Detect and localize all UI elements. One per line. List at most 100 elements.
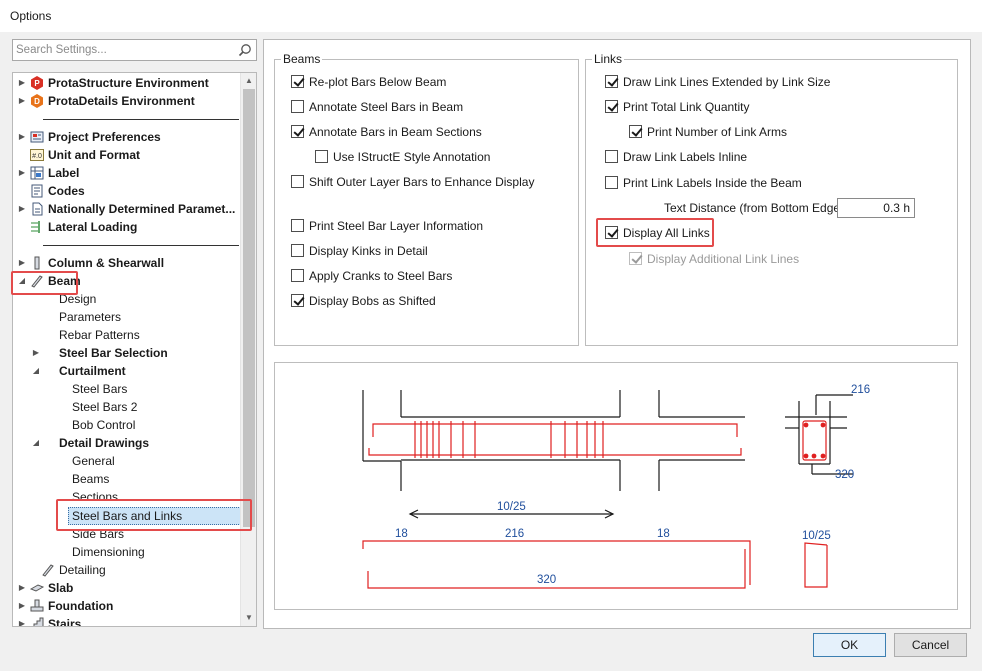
checkbox-box[interactable] <box>629 125 642 138</box>
expand-arrow-icon[interactable]: ▶ <box>32 348 40 357</box>
search-box[interactable] <box>12 39 257 61</box>
tree-item-detail-drawings[interactable]: ◢ Detail Drawings <box>31 434 241 452</box>
svg-text:#.0: #.0 <box>32 153 42 160</box>
tree-item-label: Project Preferences <box>48 130 161 144</box>
scrollbar-thumb[interactable] <box>243 89 255 527</box>
checkbox-box[interactable] <box>291 269 304 282</box>
tree-scrollbar[interactable]: ▲ ▼ <box>240 73 256 626</box>
tree-item-label: Dimensioning <box>72 545 145 559</box>
text-distance-input[interactable]: 0.3 h <box>837 198 915 218</box>
checkbox-label: Print Link Labels Inside the Beam <box>623 176 802 190</box>
tree-item-project-preferences[interactable]: ▶ Project Preferences <box>17 128 241 146</box>
section-bar-dot <box>803 453 809 459</box>
beam-icon <box>31 275 43 288</box>
checkbox-label: Shift Outer Layer Bars to Enhance Displa… <box>309 175 535 189</box>
checkbox-label: Apply Cranks to Steel Bars <box>309 269 453 283</box>
section-bar-dot <box>803 422 809 428</box>
title-bar: Options <box>0 0 982 32</box>
tree-item-protadetails-environment[interactable]: ▶ D ProtaDetails Environment <box>17 92 241 110</box>
expand-arrow-icon[interactable]: ▶ <box>18 132 26 141</box>
checkbox-label: Draw Link Lines Extended by Link Size <box>623 75 831 89</box>
tree-item-foundation[interactable]: ▶ Foundation <box>17 597 241 615</box>
tree-item-label: Side Bars <box>72 527 125 541</box>
checkbox-label: Display Additional Link Lines <box>647 252 800 266</box>
checkbox-box[interactable] <box>315 150 328 163</box>
document-icon <box>32 202 43 216</box>
collapse-arrow-icon[interactable]: ◢ <box>32 438 40 447</box>
checkbox-box[interactable] <box>605 100 618 113</box>
expand-arrow-icon[interactable]: ▶ <box>18 78 26 87</box>
search-input[interactable] <box>13 40 239 60</box>
protastructure-logo-icon: P <box>31 76 43 90</box>
beam-icon <box>42 564 54 577</box>
links-group-title: Links <box>594 52 623 66</box>
tree-item-unit-and-format[interactable]: #.0 Unit and Format <box>17 146 241 164</box>
tree-item-stairs[interactable]: ▶ Stairs <box>17 615 241 627</box>
lateral-loading-icon <box>31 221 40 233</box>
tree-item-nationally-determined-parameters[interactable]: ▶ Nationally Determined Paramet... <box>17 200 241 218</box>
expand-arrow-icon[interactable]: ▶ <box>18 258 26 267</box>
checkbox-box[interactable] <box>291 294 304 307</box>
tree-item-beam[interactable]: ◢ Beam <box>17 272 241 290</box>
tree-item-label: Unit and Format <box>48 148 140 162</box>
tree-item-codes[interactable]: Codes <box>17 182 241 200</box>
tree-item-label: Steel Bars 2 <box>72 400 138 414</box>
expand-arrow-icon[interactable]: ▶ <box>18 601 26 610</box>
tree-item-label: Label <box>48 166 80 180</box>
checkbox-label: Print Number of Link Arms <box>647 125 788 139</box>
top-mid-bar-label: 216 <box>505 528 524 540</box>
tree-item-steel-bar-selection[interactable]: ▶ Steel Bar Selection <box>31 344 241 362</box>
checkbox-box[interactable] <box>291 125 304 138</box>
collapse-arrow-icon[interactable]: ◢ <box>32 366 40 375</box>
svg-text:D: D <box>34 97 40 106</box>
section-bar-dot <box>811 453 817 459</box>
checkbox-box[interactable] <box>291 75 304 88</box>
collapse-arrow-icon[interactable]: ◢ <box>18 276 26 285</box>
section-bar-dot <box>820 453 826 459</box>
scroll-up-icon[interactable]: ▲ <box>245 76 253 85</box>
tree-item-column-shearwall[interactable]: ▶ Column & Shearwall <box>17 254 241 272</box>
expand-arrow-icon[interactable]: ▶ <box>18 583 26 592</box>
tree-separator <box>43 245 239 246</box>
search-icon[interactable] <box>238 43 252 57</box>
checkbox-label: Print Total Link Quantity <box>623 100 750 114</box>
settings-panel: Beams Re-plot Bars Below Beam Annotate S… <box>263 39 971 629</box>
expand-arrow-icon[interactable]: ▶ <box>18 168 26 177</box>
checkbox-box[interactable] <box>291 244 304 257</box>
expand-arrow-icon[interactable]: ▶ <box>18 96 26 105</box>
tree-item-lateral-loading[interactable]: Lateral Loading <box>17 218 241 236</box>
tree-item-label: ProtaStructure Environment <box>48 76 209 90</box>
slab-icon <box>30 584 44 592</box>
tree-item-curtailment[interactable]: ◢ Curtailment <box>31 362 241 380</box>
ok-button[interactable]: OK <box>813 633 886 657</box>
tree-item-label: Steel Bar Selection <box>59 346 168 360</box>
checkbox-box[interactable] <box>605 150 618 163</box>
settings-tree[interactable]: ▶ P ProtaStructure Environment ▶ D Prota… <box>12 72 257 627</box>
checkbox-label: Display Bobs as Shifted <box>309 294 436 308</box>
checkbox-box[interactable] <box>605 226 618 239</box>
tree-item-label: General <box>72 454 115 468</box>
tree-item-label-settings[interactable]: ▶ Label <box>17 164 241 182</box>
checkbox-box[interactable] <box>291 100 304 113</box>
cancel-button[interactable]: Cancel <box>894 633 967 657</box>
stairs-icon <box>33 617 44 626</box>
label-icon <box>30 166 44 180</box>
checkbox-label: Display All Links <box>623 226 710 240</box>
tree-item-label: ProtaDetails Environment <box>48 94 195 108</box>
expand-arrow-icon[interactable]: ▶ <box>18 619 26 627</box>
checkbox-box[interactable] <box>291 219 304 232</box>
beam-detail-drawing: 10/25 18 216 18 320 216 320 10/25 <box>362 384 870 589</box>
tree-item-protastructure-environment[interactable]: ▶ P ProtaStructure Environment <box>17 74 241 92</box>
checkbox-box[interactable] <box>291 175 304 188</box>
checkbox-box[interactable] <box>605 75 618 88</box>
preferences-icon <box>30 131 44 143</box>
beams-group: Beams <box>274 52 579 346</box>
link-label: 10/25 <box>802 530 831 542</box>
tree-item-label: Bob Control <box>72 418 136 432</box>
tree-item-slab[interactable]: ▶ Slab <box>17 579 241 597</box>
tree-item-label: Nationally Determined Paramet... <box>48 202 236 216</box>
expand-arrow-icon[interactable]: ▶ <box>18 204 26 213</box>
checkbox-box[interactable] <box>605 176 618 189</box>
scroll-down-icon[interactable]: ▼ <box>245 613 253 622</box>
tree-item-detailing[interactable]: Detailing <box>41 561 241 579</box>
